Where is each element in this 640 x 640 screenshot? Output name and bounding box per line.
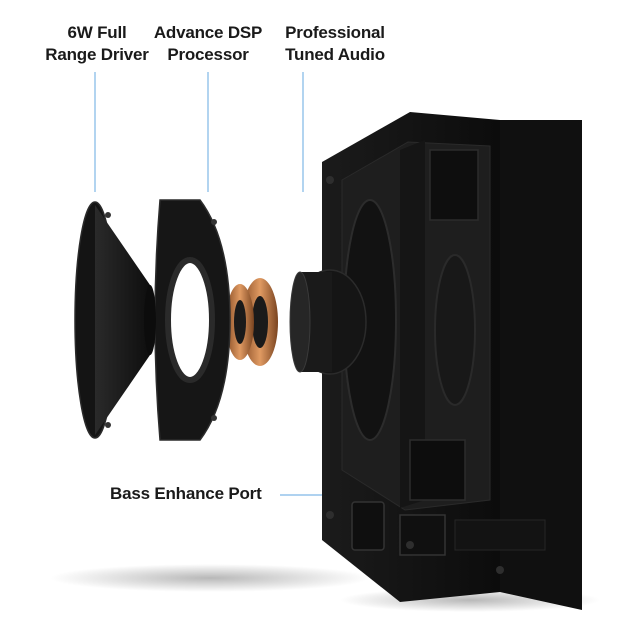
dsp-label: Advance DSP Processor: [148, 22, 268, 66]
driver-label-line1: 6W Full: [67, 23, 127, 42]
driver-label-line2: Range Driver: [45, 45, 149, 64]
magnet: [289, 269, 367, 375]
audio-label-line1: Professional: [285, 23, 385, 42]
audio-label: Professional Tuned Audio: [276, 22, 394, 66]
audio-label-line2: Tuned Audio: [285, 45, 385, 64]
voice-coil: [226, 278, 278, 366]
dsp-label-line2: Processor: [167, 45, 249, 64]
driver-label: 6W Full Range Driver: [38, 22, 156, 66]
speaker-enclosure: [322, 112, 582, 610]
port-label: Bass Enhance Port: [110, 483, 272, 505]
full-range-driver: [74, 201, 156, 439]
dsp-label-line1: Advance DSP: [153, 23, 263, 42]
floor-shadow: [50, 564, 370, 592]
dsp-processor-ring: [154, 199, 231, 441]
port-label-line1: Bass Enhance Port: [110, 484, 262, 503]
